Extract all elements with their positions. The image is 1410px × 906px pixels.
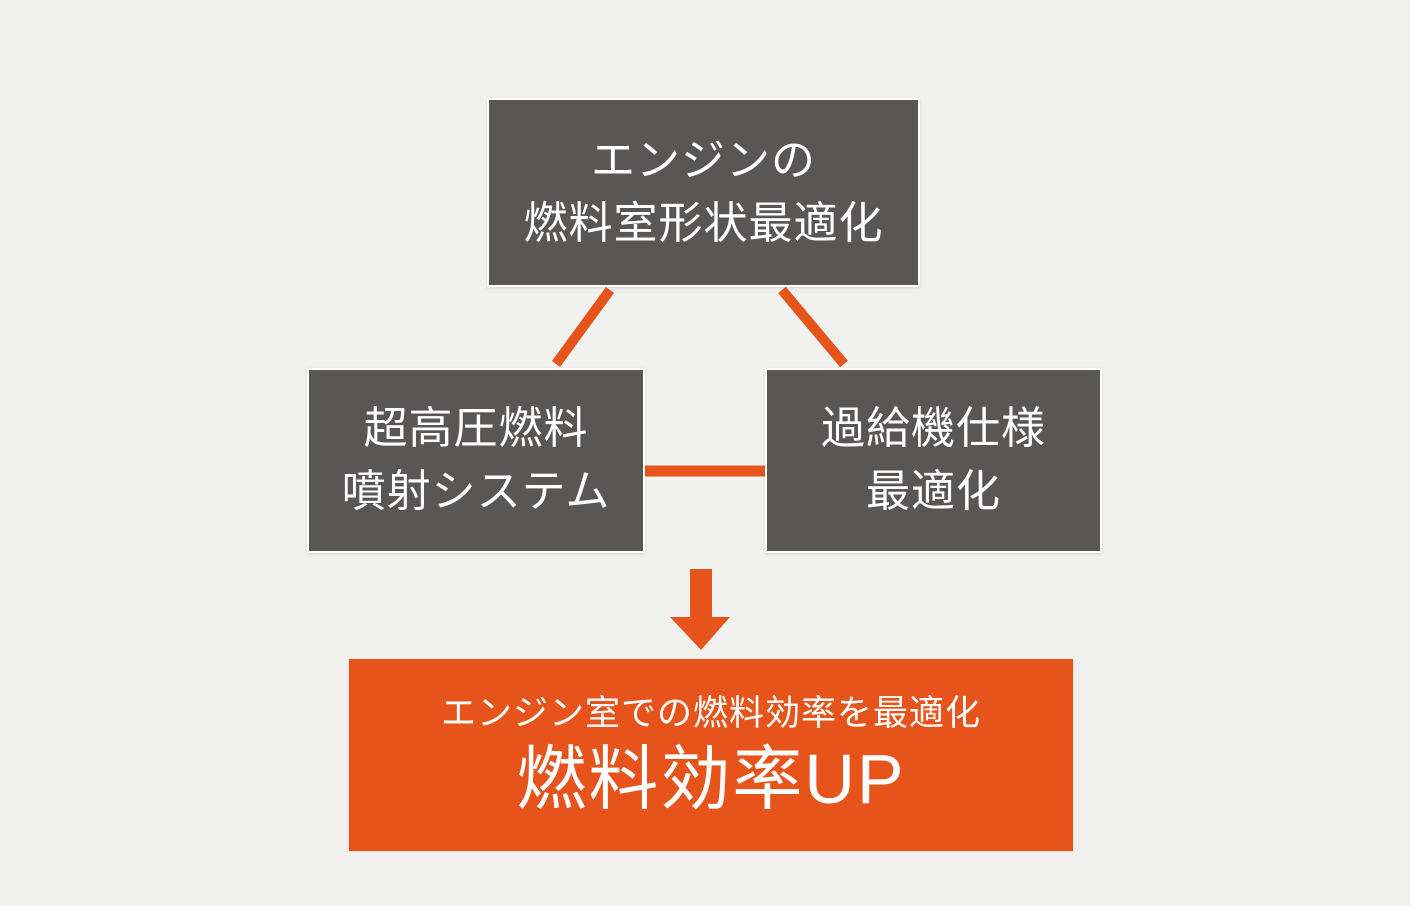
node-fuel-injection-line2: 噴射システム <box>341 466 611 516</box>
node-engine-chamber-line1: エンジンの <box>591 136 816 186</box>
connector-top-to-right <box>778 286 848 368</box>
node-turbocharger-line1: 過給機仕様 <box>821 404 1046 454</box>
result-title: 燃料効率UP <box>516 739 906 818</box>
result-banner: エンジン室での燃料効率を最適化 燃料効率UP <box>348 658 1074 852</box>
node-fuel-injection: 超高圧燃料 噴射システム <box>307 368 645 553</box>
node-turbocharger-line2: 最適化 <box>866 466 1001 516</box>
connector-top-to-left <box>551 287 615 367</box>
result-subtitle: エンジン室での燃料効率を最適化 <box>440 693 981 733</box>
node-engine-chamber-line2: 燃料室形状最適化 <box>523 198 884 248</box>
node-engine-chamber: エンジンの 燃料室形状最適化 <box>487 98 920 287</box>
down-arrow-icon <box>670 569 730 650</box>
node-fuel-injection-line1: 超高圧燃料 <box>363 404 589 454</box>
node-turbocharger: 過給機仕様 最適化 <box>765 368 1102 553</box>
